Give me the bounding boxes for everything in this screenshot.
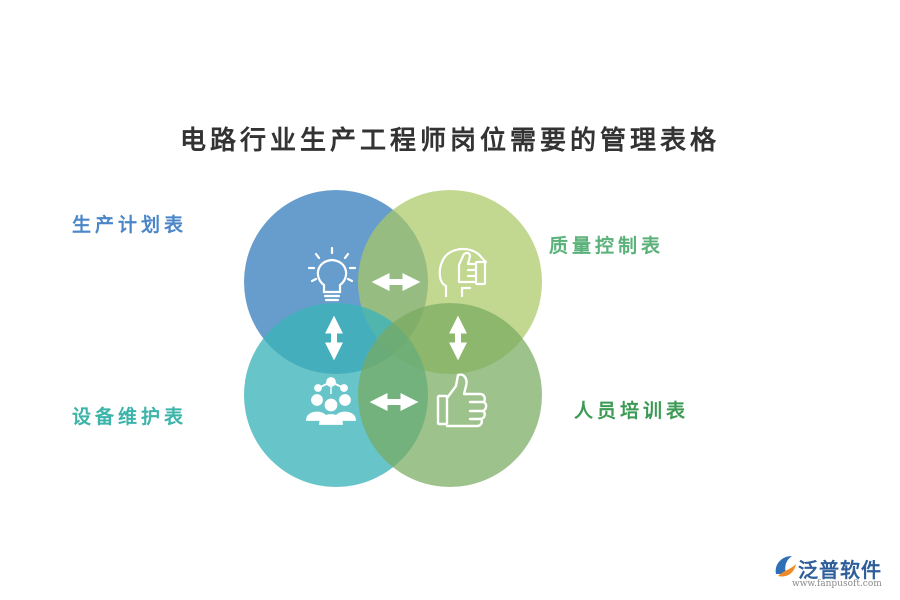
label-production-plan: 生产计划表	[72, 214, 188, 236]
head-thumbs-up-icon	[438, 247, 488, 298]
label-staff-training: 人员培训表	[574, 400, 690, 422]
logo-mark-icon	[775, 556, 796, 577]
thumbs-up-icon	[436, 373, 488, 428]
page-title: 电路行业生产工程师岗位需要的管理表格	[179, 126, 720, 156]
logo-url: www.fanpusoft.com	[792, 579, 882, 589]
brand-logo: 泛普软件 www.fanpusoft.com	[772, 552, 892, 592]
logo-name: 泛普软件	[798, 558, 882, 582]
label-quality-control: 质量控制表	[549, 235, 665, 257]
lightbulb-icon	[307, 246, 357, 302]
team-network-icon	[306, 377, 356, 425]
label-equipment-maintenance: 设备维护表	[72, 406, 188, 428]
